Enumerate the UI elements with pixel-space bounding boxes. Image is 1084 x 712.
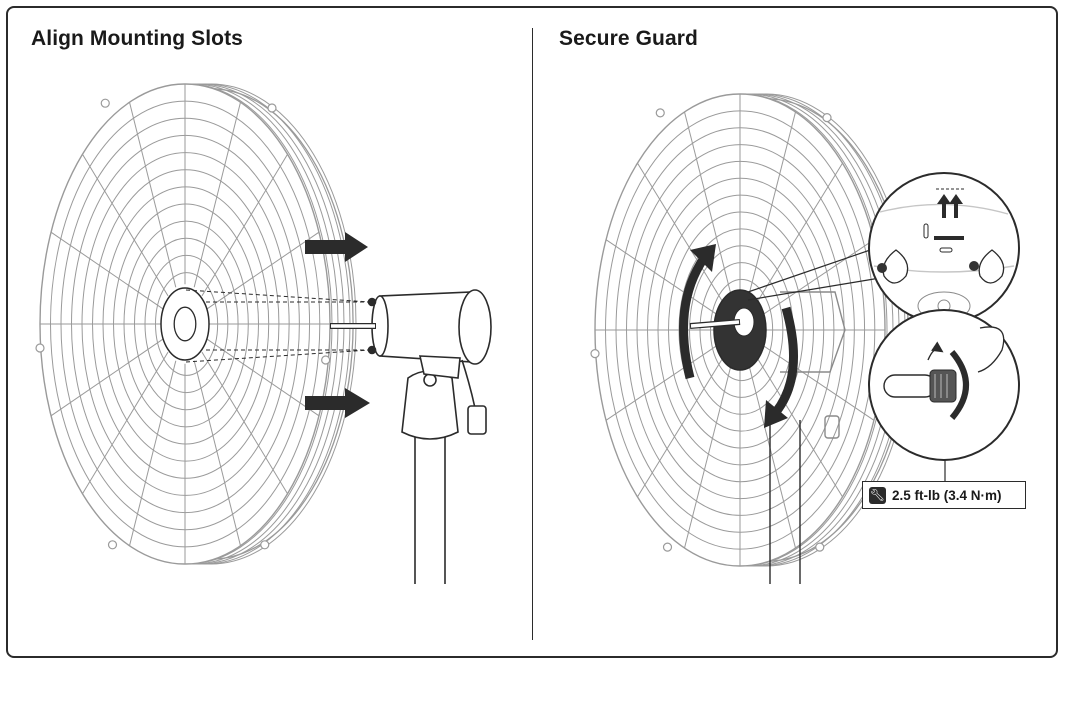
- panel-title-align-mounting-slots: Align Mounting Slots: [31, 27, 243, 50]
- fan-guard-right: [590, 93, 912, 567]
- alignment-guides-left: [185, 289, 372, 363]
- detail-circle-slot-alignment: [868, 172, 1020, 324]
- wrench-icon: 🔧︎: [869, 486, 886, 504]
- arrow-up-icon: [937, 194, 963, 218]
- panel-divider: [532, 28, 533, 640]
- fan-guard-left: [35, 83, 357, 565]
- detail-circle-nut-tightening: [868, 309, 1020, 461]
- torque-value: 2.5 ft-lb (3.4 N·m): [892, 487, 1002, 503]
- arrow-right-icon: [305, 388, 370, 418]
- stand-pole-right: [769, 291, 846, 584]
- stand-pole-left: [401, 370, 459, 584]
- panel-title-secure-guard: Secure Guard: [559, 27, 698, 50]
- rotate-clockwise-icon: [679, 244, 798, 428]
- torque-spec-label: 🔧︎ 2.5 ft-lb (3.4 N·m): [862, 481, 1026, 509]
- arrow-right-icon: [305, 232, 368, 262]
